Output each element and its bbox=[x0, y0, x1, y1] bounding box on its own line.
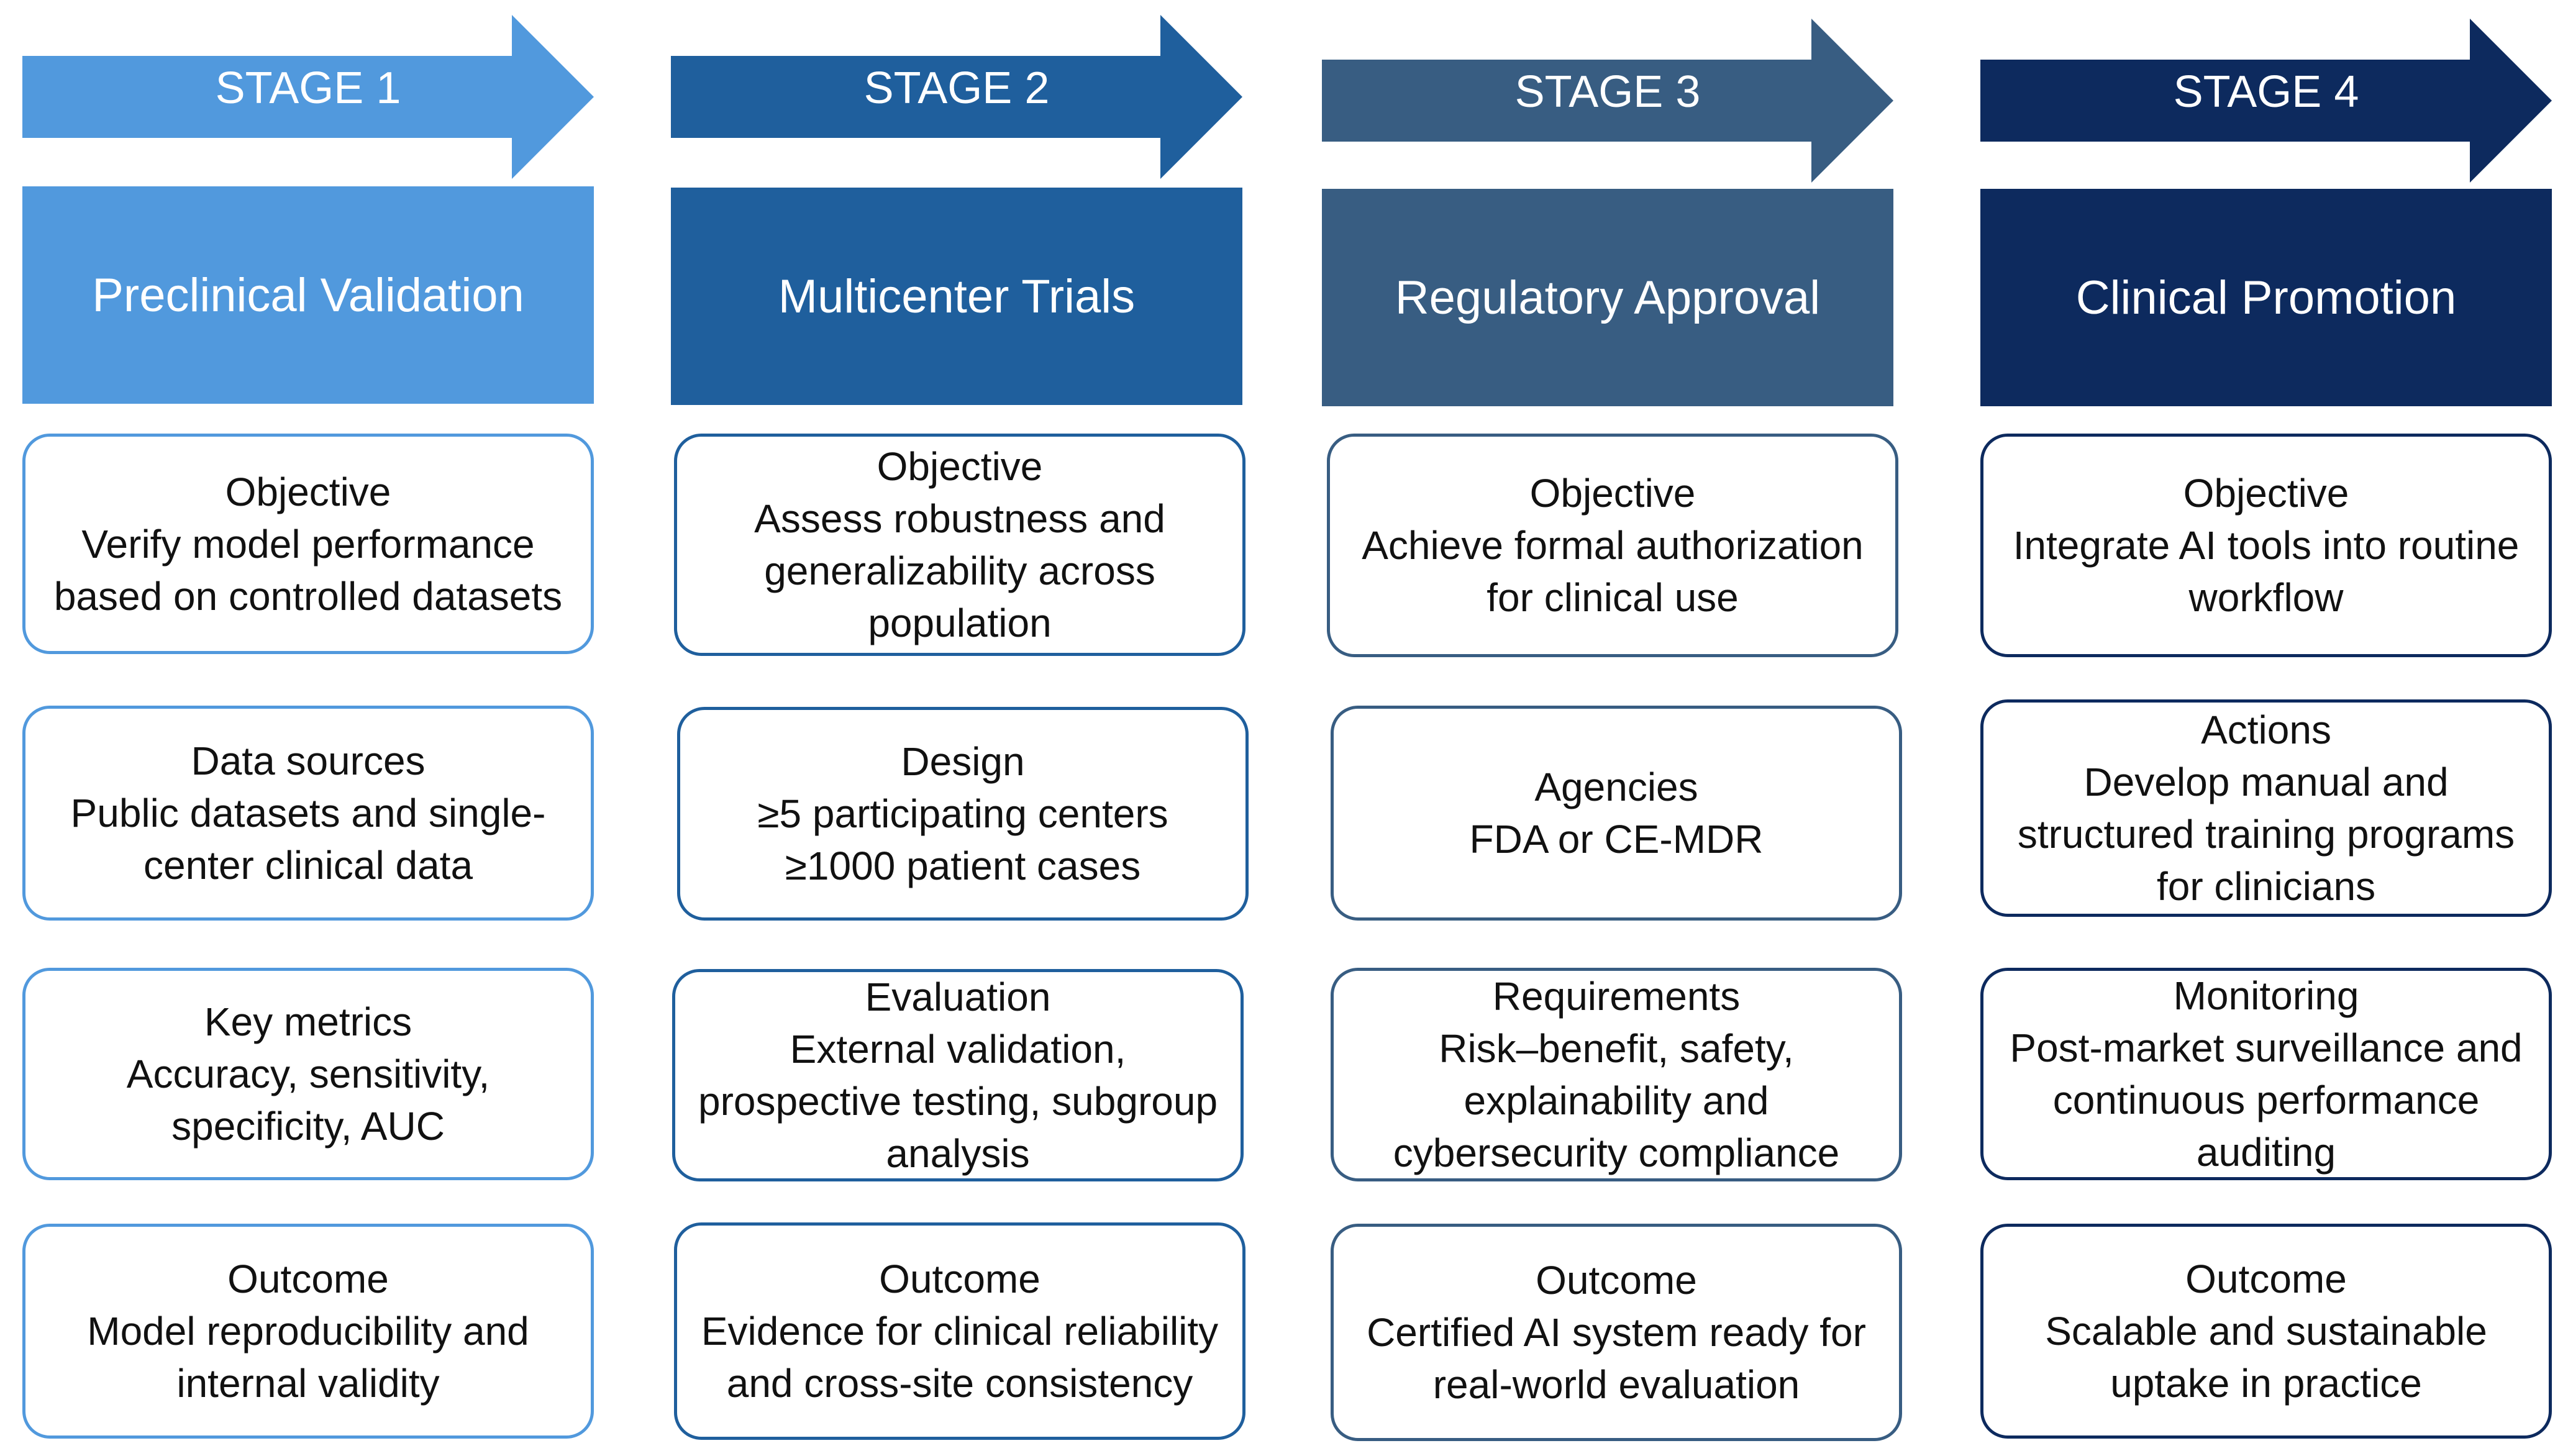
card-text: Public datasets and single-center clinic… bbox=[70, 791, 546, 888]
card-heading: Objective bbox=[1529, 471, 1696, 516]
stage-3-label: STAGE 3 bbox=[1514, 67, 1701, 117]
stage-1-data-sources-card: Data sources Public datasets and single-… bbox=[22, 706, 594, 921]
arrow-shape bbox=[1322, 19, 1893, 183]
card-text: Accuracy, sensitivity, specificity, AUC bbox=[126, 1052, 490, 1149]
card-text: Achieve formal authorization for clinica… bbox=[1362, 523, 1864, 620]
card-text: Integrate AI tools into routine workflow bbox=[2013, 523, 2520, 620]
stage-4-monitoring-card: Monitoring Post-market surveillance and … bbox=[1980, 968, 2552, 1180]
stage-1-title: Preclinical Validation bbox=[22, 186, 594, 404]
stage-2-arrow: STAGE 2 bbox=[671, 15, 1242, 179]
card-heading: Actions bbox=[2201, 708, 2331, 752]
stage-1-arrow: STAGE 1 bbox=[22, 15, 594, 179]
stage-4-arrow: STAGE 4 bbox=[1980, 19, 2552, 183]
card-text: Model reproducibility and internal valid… bbox=[87, 1309, 529, 1406]
stage-4-title: Clinical Promotion bbox=[1980, 189, 2552, 406]
card-text: Scalable and sustainable uptake in pract… bbox=[2045, 1309, 2487, 1406]
card-text: External validation, prospective testing… bbox=[698, 1027, 1218, 1176]
card-heading: Outcome bbox=[227, 1257, 389, 1301]
arrow-shape bbox=[671, 15, 1242, 179]
stage-1-objective-card: Objective Verify model performance based… bbox=[22, 434, 594, 654]
stage-4-outcome-card: Outcome Scalable and sustainable uptake … bbox=[1980, 1224, 2552, 1439]
card-heading: Outcome bbox=[2185, 1257, 2347, 1301]
card-heading: Outcome bbox=[1536, 1258, 1697, 1303]
stage-4-objective-card: Objective Integrate AI tools into routin… bbox=[1980, 434, 2552, 657]
card-heading: Objective bbox=[876, 444, 1043, 489]
card-text: ≥5 participating centers ≥1000 patient c… bbox=[757, 791, 1168, 888]
stage-2-label: STAGE 2 bbox=[863, 63, 1050, 113]
card-heading: Agencies bbox=[1534, 765, 1698, 809]
arrow-shape bbox=[22, 15, 594, 179]
card-heading: Key metrics bbox=[204, 999, 412, 1044]
card-text: Assess robustness and generalizability a… bbox=[754, 496, 1165, 645]
stage-1-key-metrics-card: Key metrics Accuracy, sensitivity, speci… bbox=[22, 968, 594, 1180]
card-text: FDA or CE-MDR bbox=[1469, 817, 1764, 862]
stage-2-design-card: Design ≥5 participating centers ≥1000 pa… bbox=[677, 707, 1249, 921]
stage-2-title: Multicenter Trials bbox=[671, 188, 1242, 405]
card-heading: Requirements bbox=[1492, 974, 1741, 1019]
card-text: Evidence for clinical reliability and cr… bbox=[701, 1309, 1219, 1406]
card-text: Certified AI system ready for real-world… bbox=[1367, 1310, 1866, 1407]
card-text: Develop manual and structured training p… bbox=[2017, 760, 2515, 909]
stage-2-outcome-card: Outcome Evidence for clinical reliabilit… bbox=[674, 1222, 1245, 1440]
stage-3-requirements-card: Requirements Risk–benefit, safety, expla… bbox=[1331, 968, 1902, 1181]
arrow-shape bbox=[1980, 19, 2552, 183]
stage-3-objective-card: Objective Achieve formal authorization f… bbox=[1327, 434, 1898, 657]
stage-4-actions-card: Actions Develop manual and structured tr… bbox=[1980, 699, 2552, 917]
stage-2-evaluation-card: Evaluation External validation, prospect… bbox=[672, 969, 1244, 1181]
card-text: Verify model performance based on contro… bbox=[53, 521, 563, 619]
stage-1-label: STAGE 1 bbox=[215, 63, 401, 113]
card-heading: Outcome bbox=[879, 1257, 1040, 1301]
stage-3-title: Regulatory Approval bbox=[1322, 189, 1893, 406]
card-heading: Objective bbox=[2183, 471, 2349, 516]
stage-3-agencies-card: Agencies FDA or CE-MDR bbox=[1331, 706, 1902, 921]
card-heading: Objective bbox=[225, 469, 391, 514]
card-text: Post-market surveillance and continuous … bbox=[2010, 1026, 2523, 1175]
card-heading: Monitoring bbox=[2173, 973, 2359, 1018]
card-heading: Data sources bbox=[191, 739, 426, 783]
card-heading: Design bbox=[901, 739, 1025, 784]
stage-4-label: STAGE 4 bbox=[2173, 67, 2359, 117]
stage-3-arrow: STAGE 3 bbox=[1322, 19, 1893, 183]
card-text: Risk–benefit, safety, explainability and… bbox=[1393, 1026, 1840, 1175]
stage-3-outcome-card: Outcome Certified AI system ready for re… bbox=[1331, 1224, 1902, 1441]
stage-1-outcome-card: Outcome Model reproducibility and intern… bbox=[22, 1224, 594, 1439]
card-heading: Evaluation bbox=[865, 975, 1051, 1019]
stage-2-objective-card: Objective Assess robustness and generali… bbox=[674, 434, 1245, 656]
